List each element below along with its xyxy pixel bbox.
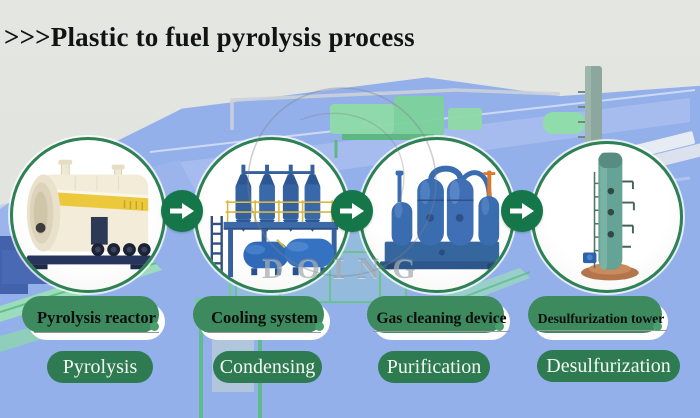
arrow-right-icon (501, 190, 543, 232)
equipment-label-text: Cooling system (208, 310, 321, 333)
pyrolysis-reactor-illustration (22, 159, 156, 270)
arrow-right-icon (331, 190, 373, 232)
page-title: >>>Plastic to fuel pyrolysis process (4, 22, 415, 52)
process-label-pyrolysis: Pyrolysis (47, 351, 153, 383)
step-circle-gas-cleaning-device (359, 137, 515, 293)
step-circle-cooling-system (194, 137, 350, 293)
equipment-label-cooling-system: Cooling system (193, 296, 330, 340)
equipment-label-text: Gas cleaning device (373, 311, 510, 333)
equipment-label-text: Pyrolysis reactor (34, 310, 159, 333)
process-label-text: Purification (386, 355, 482, 378)
process-label-desulfurization: Desulfurization (537, 350, 680, 382)
equipment-label-text: Desulfurization tower (534, 312, 668, 332)
process-label-text: Pyrolysis (62, 355, 138, 378)
equipment-label-gas-cleaning-device: Gas cleaning device (367, 296, 510, 340)
process-label-purification: Purification (378, 351, 490, 383)
equipment-label-pyrolysis-reactor: Pyrolysis reactor (22, 296, 165, 340)
gas-cleaning-device-illustration (379, 165, 505, 270)
cooling-system-illustration (210, 164, 339, 282)
step-circle-pyrolysis-reactor (10, 137, 166, 293)
process-label-text: Desulfurization (546, 354, 671, 377)
desulfurization-tower-illustration (581, 152, 639, 281)
step-circle-desulfurization-tower (531, 141, 683, 293)
equipment-label-desulfurization-tower: Desulfurization tower (528, 296, 668, 340)
arrow-right-icon (161, 190, 203, 232)
process-label-text: Condensing (219, 355, 316, 378)
process-label-condensing: Condensing (213, 351, 322, 383)
